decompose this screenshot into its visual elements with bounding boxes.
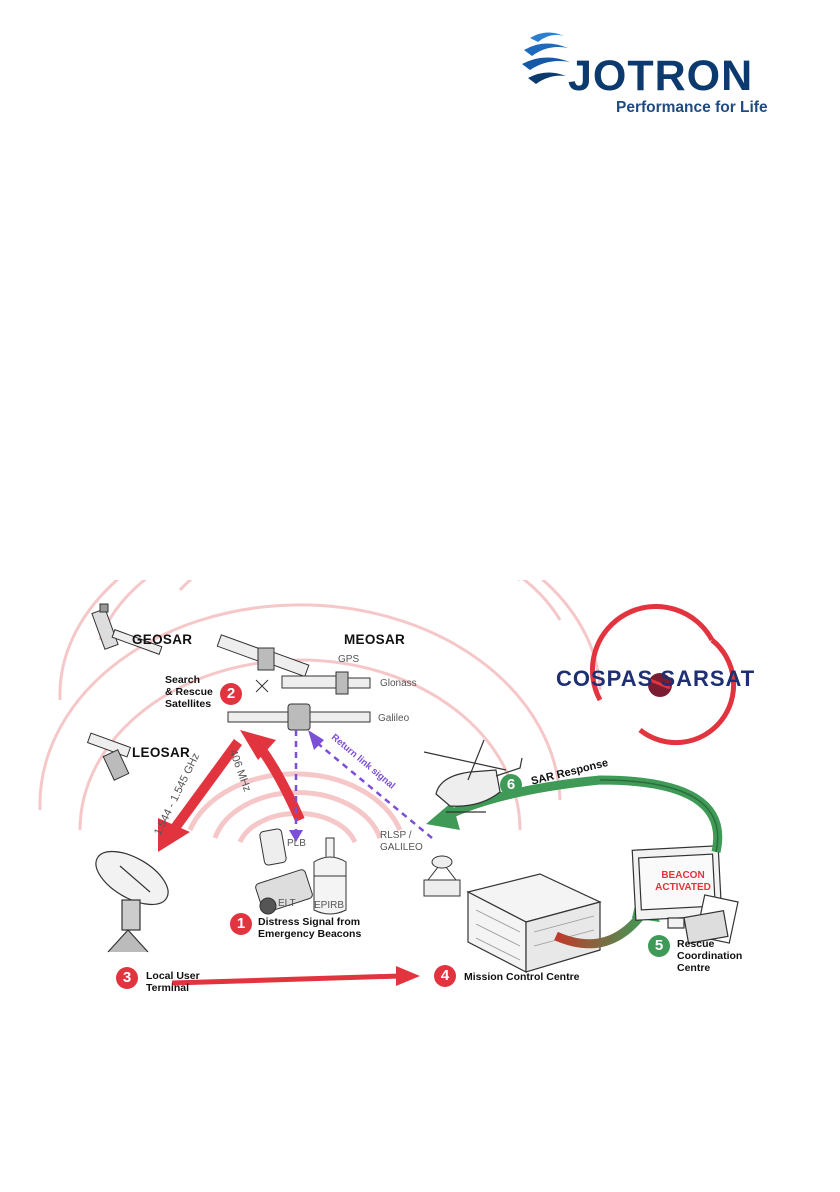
step-3-badge: 3 xyxy=(116,967,138,989)
downlink-arrow xyxy=(158,739,243,852)
step-5-badge: 5 xyxy=(648,935,670,957)
glonass-satellite-icon xyxy=(281,671,371,695)
galileo-satellite-icon xyxy=(227,703,371,731)
gps-label: GPS xyxy=(338,654,360,665)
lut-to-mcc-arrow xyxy=(171,966,420,986)
jotron-swirl-icon xyxy=(522,32,570,84)
epirb-beacon-icon xyxy=(313,837,347,915)
satellite-dish-icon xyxy=(95,850,169,953)
cospas-sarsat-text: COSPAS SARSAT xyxy=(556,666,756,691)
brand-name: JOTRON xyxy=(568,52,754,100)
elt-label: ELT xyxy=(278,898,296,909)
elt-beacon-icon xyxy=(255,869,313,915)
helicopter-icon xyxy=(423,739,523,813)
glonass-label: Glonass xyxy=(380,678,417,689)
galileo-label: Galileo xyxy=(378,713,410,724)
geosar-label: GEOSAR xyxy=(132,632,193,647)
plb-beacon-icon xyxy=(259,828,287,866)
satellites-label: Search & Rescue Satellites xyxy=(165,674,213,710)
rlsp-label: RLSP / GALILEO xyxy=(380,830,423,853)
mission-control-label: Mission Control Centre xyxy=(464,971,580,983)
distress-signal-label: Distress Signal from Emergency Beacons xyxy=(258,916,362,940)
mission-control-building-icon xyxy=(466,873,602,973)
rlsp-antenna-icon xyxy=(423,855,461,897)
brand-tagline: Performance for Life xyxy=(616,99,768,116)
step-2-badge: 2 xyxy=(220,683,242,705)
return-link-arrow xyxy=(308,730,433,839)
diagram-graphics xyxy=(38,580,739,986)
signal-arcs xyxy=(38,580,602,831)
plb-label: PLB xyxy=(287,838,306,849)
leosar-satellite-icon xyxy=(86,732,132,781)
local-user-terminal-label: Local User Terminal xyxy=(146,970,200,994)
rcc-computer-icon xyxy=(631,845,739,944)
step-6-badge: 6 xyxy=(500,774,522,796)
beacon-activated-text: BEACON ACTIVATED xyxy=(655,870,711,893)
cospas-sarsat-logo xyxy=(589,604,737,746)
return-downlink-arrow xyxy=(289,730,303,842)
epirb-label: EPIRB xyxy=(314,900,345,911)
meosar-label: MEOSAR xyxy=(344,632,406,647)
cospas-sarsat-wordmark: COSPAS SARSAT xyxy=(556,656,786,716)
brand-logo: JOTRON Performance for Life xyxy=(520,22,820,122)
geosar-satellite-icon xyxy=(91,603,163,655)
cospas-sarsat-diagram: GEOSAR MEOSAR LEOSAR GPS Glonass Galileo… xyxy=(0,580,840,1010)
leosar-label: LEOSAR xyxy=(132,745,191,760)
step-4-badge: 4 xyxy=(434,965,456,987)
gps-satellite-icon xyxy=(216,634,310,693)
step-1-badge: 1 xyxy=(230,913,252,935)
rescue-coordination-label: Rescue Coordination Centre xyxy=(677,938,743,974)
